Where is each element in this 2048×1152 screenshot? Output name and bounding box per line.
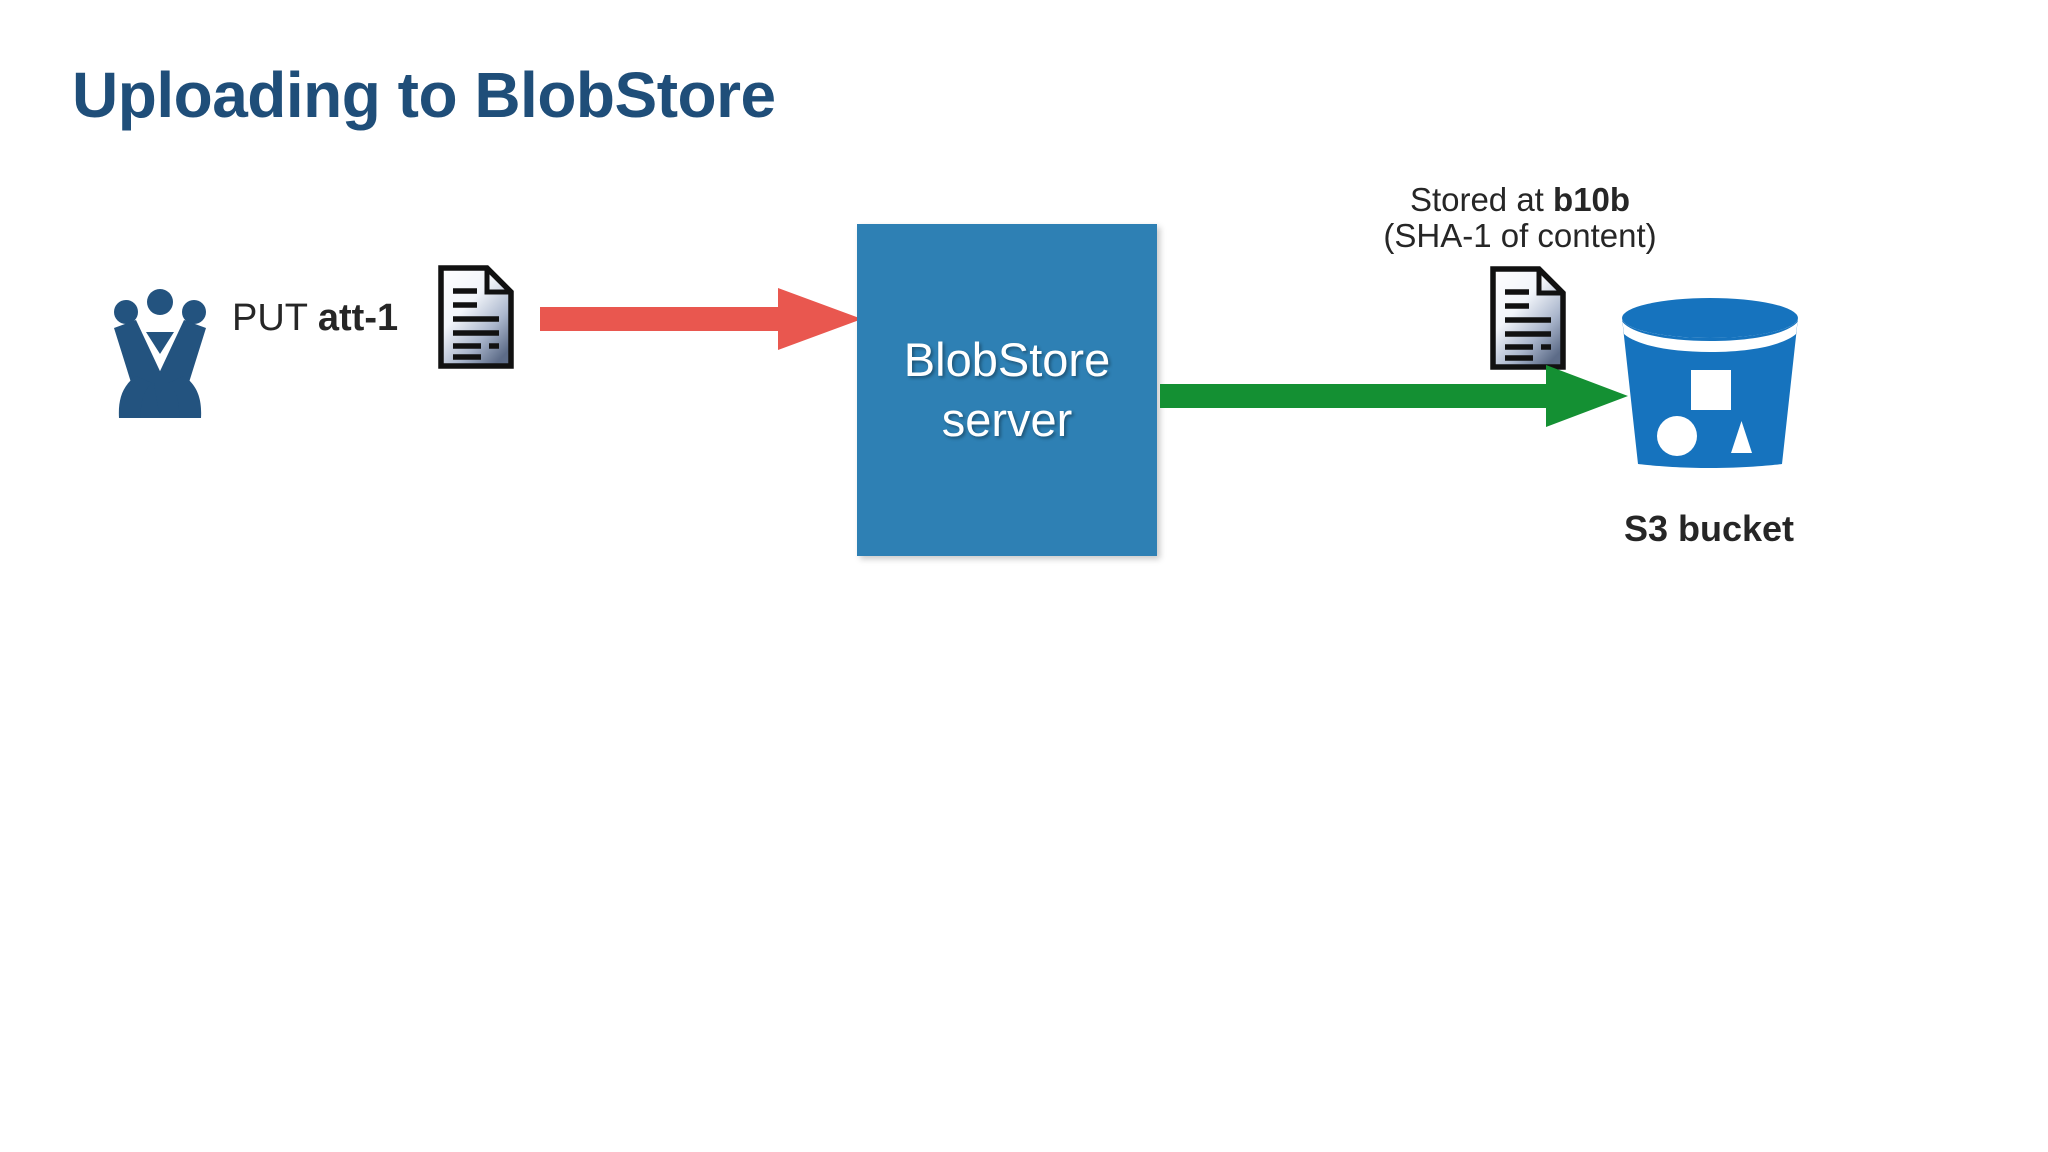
blobstore-server-line2: server bbox=[941, 393, 1073, 446]
users-community-icon bbox=[100, 288, 220, 418]
document-icon bbox=[437, 265, 515, 369]
stored-at-line1: Stored at b10b bbox=[1355, 182, 1685, 218]
blobstore-server-node: BlobStore server bbox=[857, 224, 1157, 556]
put-request-label: PUT att-1 bbox=[232, 297, 398, 340]
stored-at-line2: (SHA-1 of content) bbox=[1383, 216, 1657, 254]
right-arrow-icon bbox=[1160, 365, 1628, 427]
stored-at-prefix: Stored at bbox=[1409, 181, 1554, 218]
s3-bucket-icon bbox=[1619, 296, 1801, 468]
page-title: Uploading to BlobStore bbox=[72, 59, 776, 131]
stored-at-caption: Stored at b10b (SHA-1 of content) bbox=[1355, 182, 1685, 253]
right-arrow-icon bbox=[540, 288, 862, 350]
put-verb: PUT bbox=[232, 297, 318, 339]
s3-bucket-label: S3 bucket bbox=[1623, 508, 1795, 549]
put-object-id: att-1 bbox=[317, 297, 399, 339]
blobstore-server-line1: BlobStore bbox=[903, 332, 1111, 386]
stored-at-hash: b10b bbox=[1553, 181, 1631, 218]
document-icon bbox=[1489, 266, 1567, 370]
